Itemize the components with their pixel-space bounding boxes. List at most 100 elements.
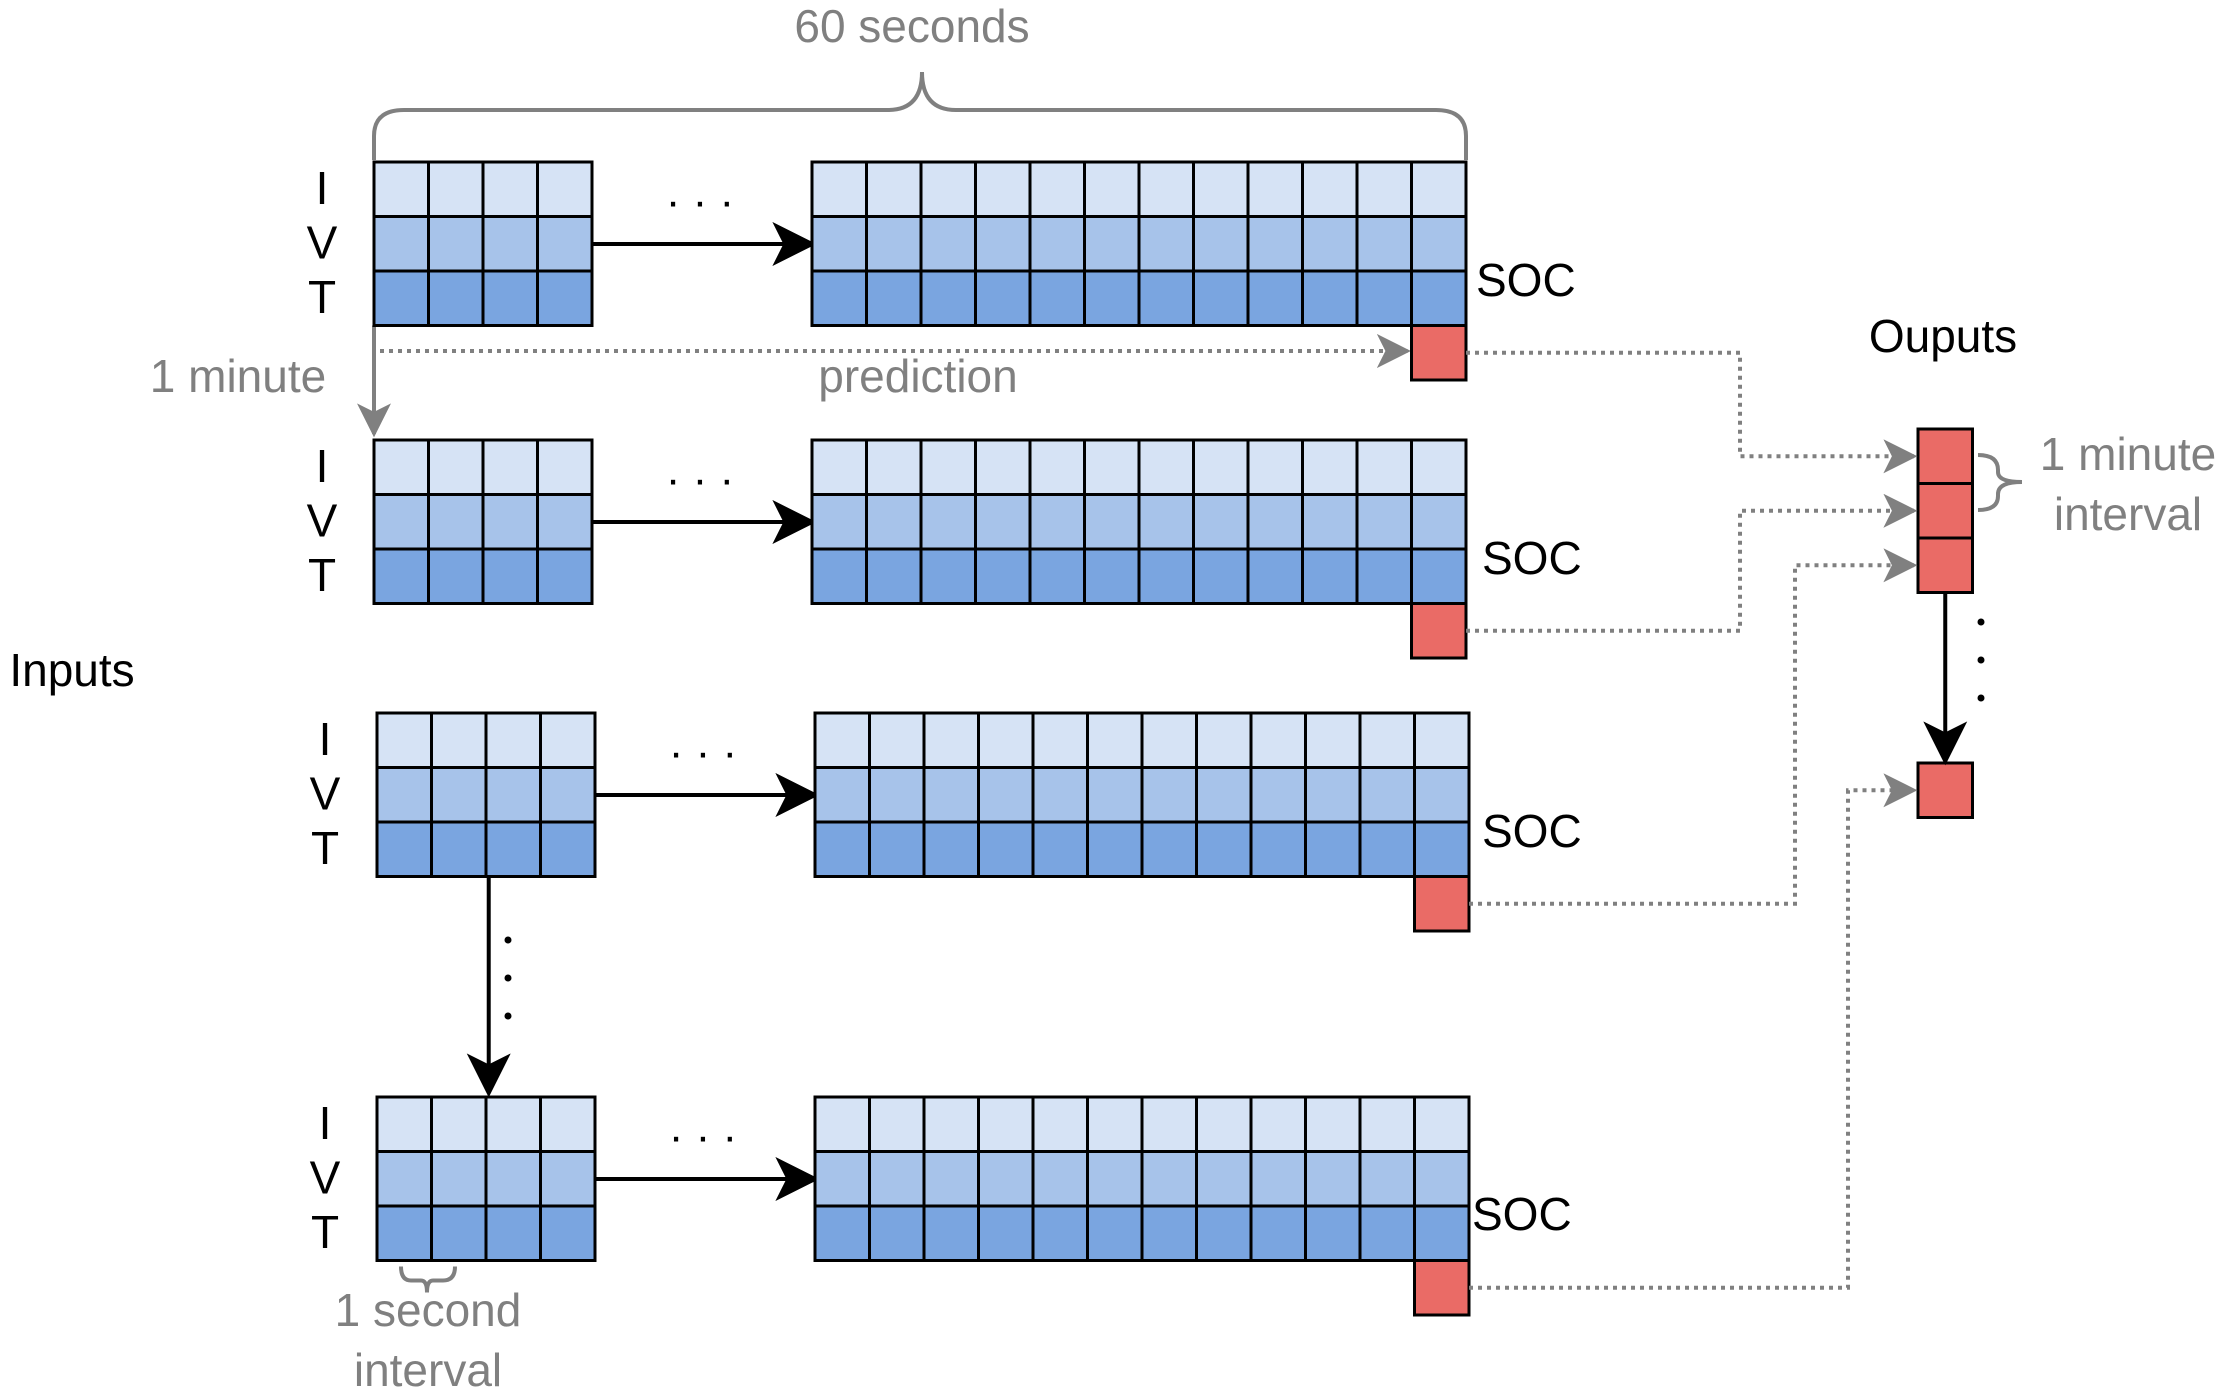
long-grid-3-cell-v-11 [1358, 766, 1416, 824]
prediction-label: prediction [818, 350, 1017, 402]
row-label-t: T [311, 1206, 339, 1258]
long-grid-3-cell-t-10 [1304, 820, 1362, 878]
long-grid-4-cell-i-11 [1358, 1095, 1416, 1153]
long-grid-1-cell-t-8 [1192, 269, 1250, 327]
long-grid-4-cell-v-9 [1249, 1150, 1307, 1208]
long-grid-3-cell-i-2 [868, 711, 926, 769]
long-grid-3-cell-i-7 [1140, 711, 1198, 769]
vertical-ellipsis-dot-1 [504, 936, 512, 944]
long-grid-4-cell-i-10 [1304, 1095, 1362, 1153]
long-grid-3-cell-t-1 [813, 820, 871, 878]
soc-route-4 [1469, 773, 1918, 1290]
short-grid-1-cell-t-2 [427, 269, 485, 327]
long-grid-1-cell-v-1 [810, 215, 868, 273]
short-grid-1-cell-v-4 [536, 215, 594, 273]
long-grid-4-cell-i-4 [977, 1095, 1035, 1153]
short-grid-3-cell-i-2 [430, 711, 488, 769]
long-grid-1-cell-t-3 [919, 269, 977, 327]
input-block-4: IVT· · ·SOC [310, 1095, 1572, 1317]
long-grid-3-cell-t-11 [1358, 820, 1416, 878]
short-grid-4-cell-i-4 [539, 1095, 597, 1153]
long-grid-4-cell-i-6 [1086, 1095, 1144, 1153]
input-block-2: IVT· · ·SOC [307, 438, 1582, 660]
long-grid-4-cell-t-5 [1031, 1204, 1089, 1262]
soc-label-1: SOC [1476, 254, 1576, 306]
short-grid-4-cell-t-3 [484, 1204, 542, 1262]
long-grid-3-cell-t-9 [1249, 820, 1307, 878]
output-ellipsis-dot-1 [1977, 618, 1985, 626]
output-ellipsis-dot-2 [1977, 656, 1985, 664]
long-grid-3-cell-t-6 [1086, 820, 1144, 878]
long-grid-4-cell-i-7 [1140, 1095, 1198, 1153]
row-label-i: I [316, 440, 329, 492]
long-grid-3-cell-v-4 [977, 766, 1035, 824]
long-grid-3-cell-t-8 [1195, 820, 1253, 878]
short-grid-1-cell-t-3 [481, 269, 539, 327]
short-grid-2-cell-t-3 [481, 547, 539, 605]
row-label-v: V [310, 768, 341, 820]
short-grid-1-cell-v-3 [481, 215, 539, 273]
long-grid-2-cell-v-8 [1192, 493, 1250, 551]
output-column [1466, 350, 2023, 1290]
long-grid-1-cell-i-8 [1192, 160, 1250, 218]
short-grid-3-cell-i-4 [539, 711, 597, 769]
ellipsis-2: · · · [666, 455, 734, 504]
long-grid-4-cell-v-5 [1031, 1150, 1089, 1208]
long-grid-4-cell-v-3 [922, 1150, 980, 1208]
soc-route-1 [1466, 350, 1918, 474]
long-grid-1-cell-v-10 [1301, 215, 1359, 273]
short-grid-1-cell-v-1 [372, 215, 430, 273]
short-grid-2-cell-i-4 [536, 438, 594, 496]
long-grid-2-cell-v-7 [1137, 493, 1195, 551]
soc-label-2: SOC [1482, 532, 1582, 584]
short-grid-3-cell-v-3 [484, 766, 542, 824]
long-grid-4-cell-t-8 [1195, 1204, 1253, 1262]
short-grid-2-cell-t-1 [372, 547, 430, 605]
row-label-i: I [319, 1097, 332, 1149]
input-block-1: IVT· · ·SOC [307, 160, 1576, 382]
long-grid-1-cell-i-2 [865, 160, 923, 218]
second-interval-label-line2: interval [354, 1344, 502, 1395]
inputs-label: Inputs [9, 644, 134, 696]
long-grid-2-cell-i-5 [1028, 438, 1086, 496]
long-grid-2-cell-t-7 [1137, 547, 1195, 605]
long-grid-4-cell-t-6 [1086, 1204, 1144, 1262]
long-grid-4-cell-t-7 [1140, 1204, 1198, 1262]
row-label-t: T [308, 549, 336, 601]
output-cell-4 [1916, 761, 1974, 819]
short-grid-3-cell-v-4 [539, 766, 597, 824]
soc-label-4: SOC [1472, 1188, 1572, 1240]
long-grid-2-cell-v-9 [1246, 493, 1304, 551]
long-grid-4-cell-v-7 [1140, 1150, 1198, 1208]
long-grid-1-cell-v-12 [1410, 215, 1468, 273]
long-grid-4-cell-v-2 [868, 1150, 926, 1208]
long-grid-1-cell-v-6 [1083, 215, 1141, 273]
long-grid-1-cell-v-2 [865, 215, 923, 273]
short-grid-2-cell-i-2 [427, 438, 485, 496]
short-grid-2-cell-v-2 [427, 493, 485, 551]
row-label-t: T [308, 271, 336, 323]
long-grid-1-cell-v-3 [919, 215, 977, 273]
long-grid-2-cell-i-8 [1192, 438, 1250, 496]
output-interval-label-line2: interval [2054, 488, 2202, 540]
short-grid-2-cell-v-4 [536, 493, 594, 551]
long-grid-3-cell-v-12 [1413, 766, 1471, 824]
long-grid-1-cell-t-9 [1246, 269, 1304, 327]
long-grid-3-cell-i-12 [1413, 711, 1471, 769]
long-grid-2-cell-t-10 [1301, 547, 1359, 605]
long-grid-4-cell-i-12 [1413, 1095, 1471, 1153]
long-grid-2-cell-t-3 [919, 547, 977, 605]
long-grid-3-cell-t-3 [922, 820, 980, 878]
long-grid-2-cell-v-10 [1301, 493, 1359, 551]
soc-label-3: SOC [1482, 805, 1582, 857]
soc-output-cell-3 [1413, 875, 1471, 933]
long-grid-4-cell-t-3 [922, 1204, 980, 1262]
long-grid-4-cell-v-11 [1358, 1150, 1416, 1208]
long-grid-3-cell-t-12 [1413, 820, 1471, 878]
short-grid-3-cell-i-3 [484, 711, 542, 769]
short-grid-3-cell-t-3 [484, 820, 542, 878]
row-label-i: I [319, 713, 332, 765]
long-grid-3-cell-t-2 [868, 820, 926, 878]
long-grid-1-cell-t-10 [1301, 269, 1359, 327]
soc-output-cell-4 [1413, 1259, 1471, 1317]
